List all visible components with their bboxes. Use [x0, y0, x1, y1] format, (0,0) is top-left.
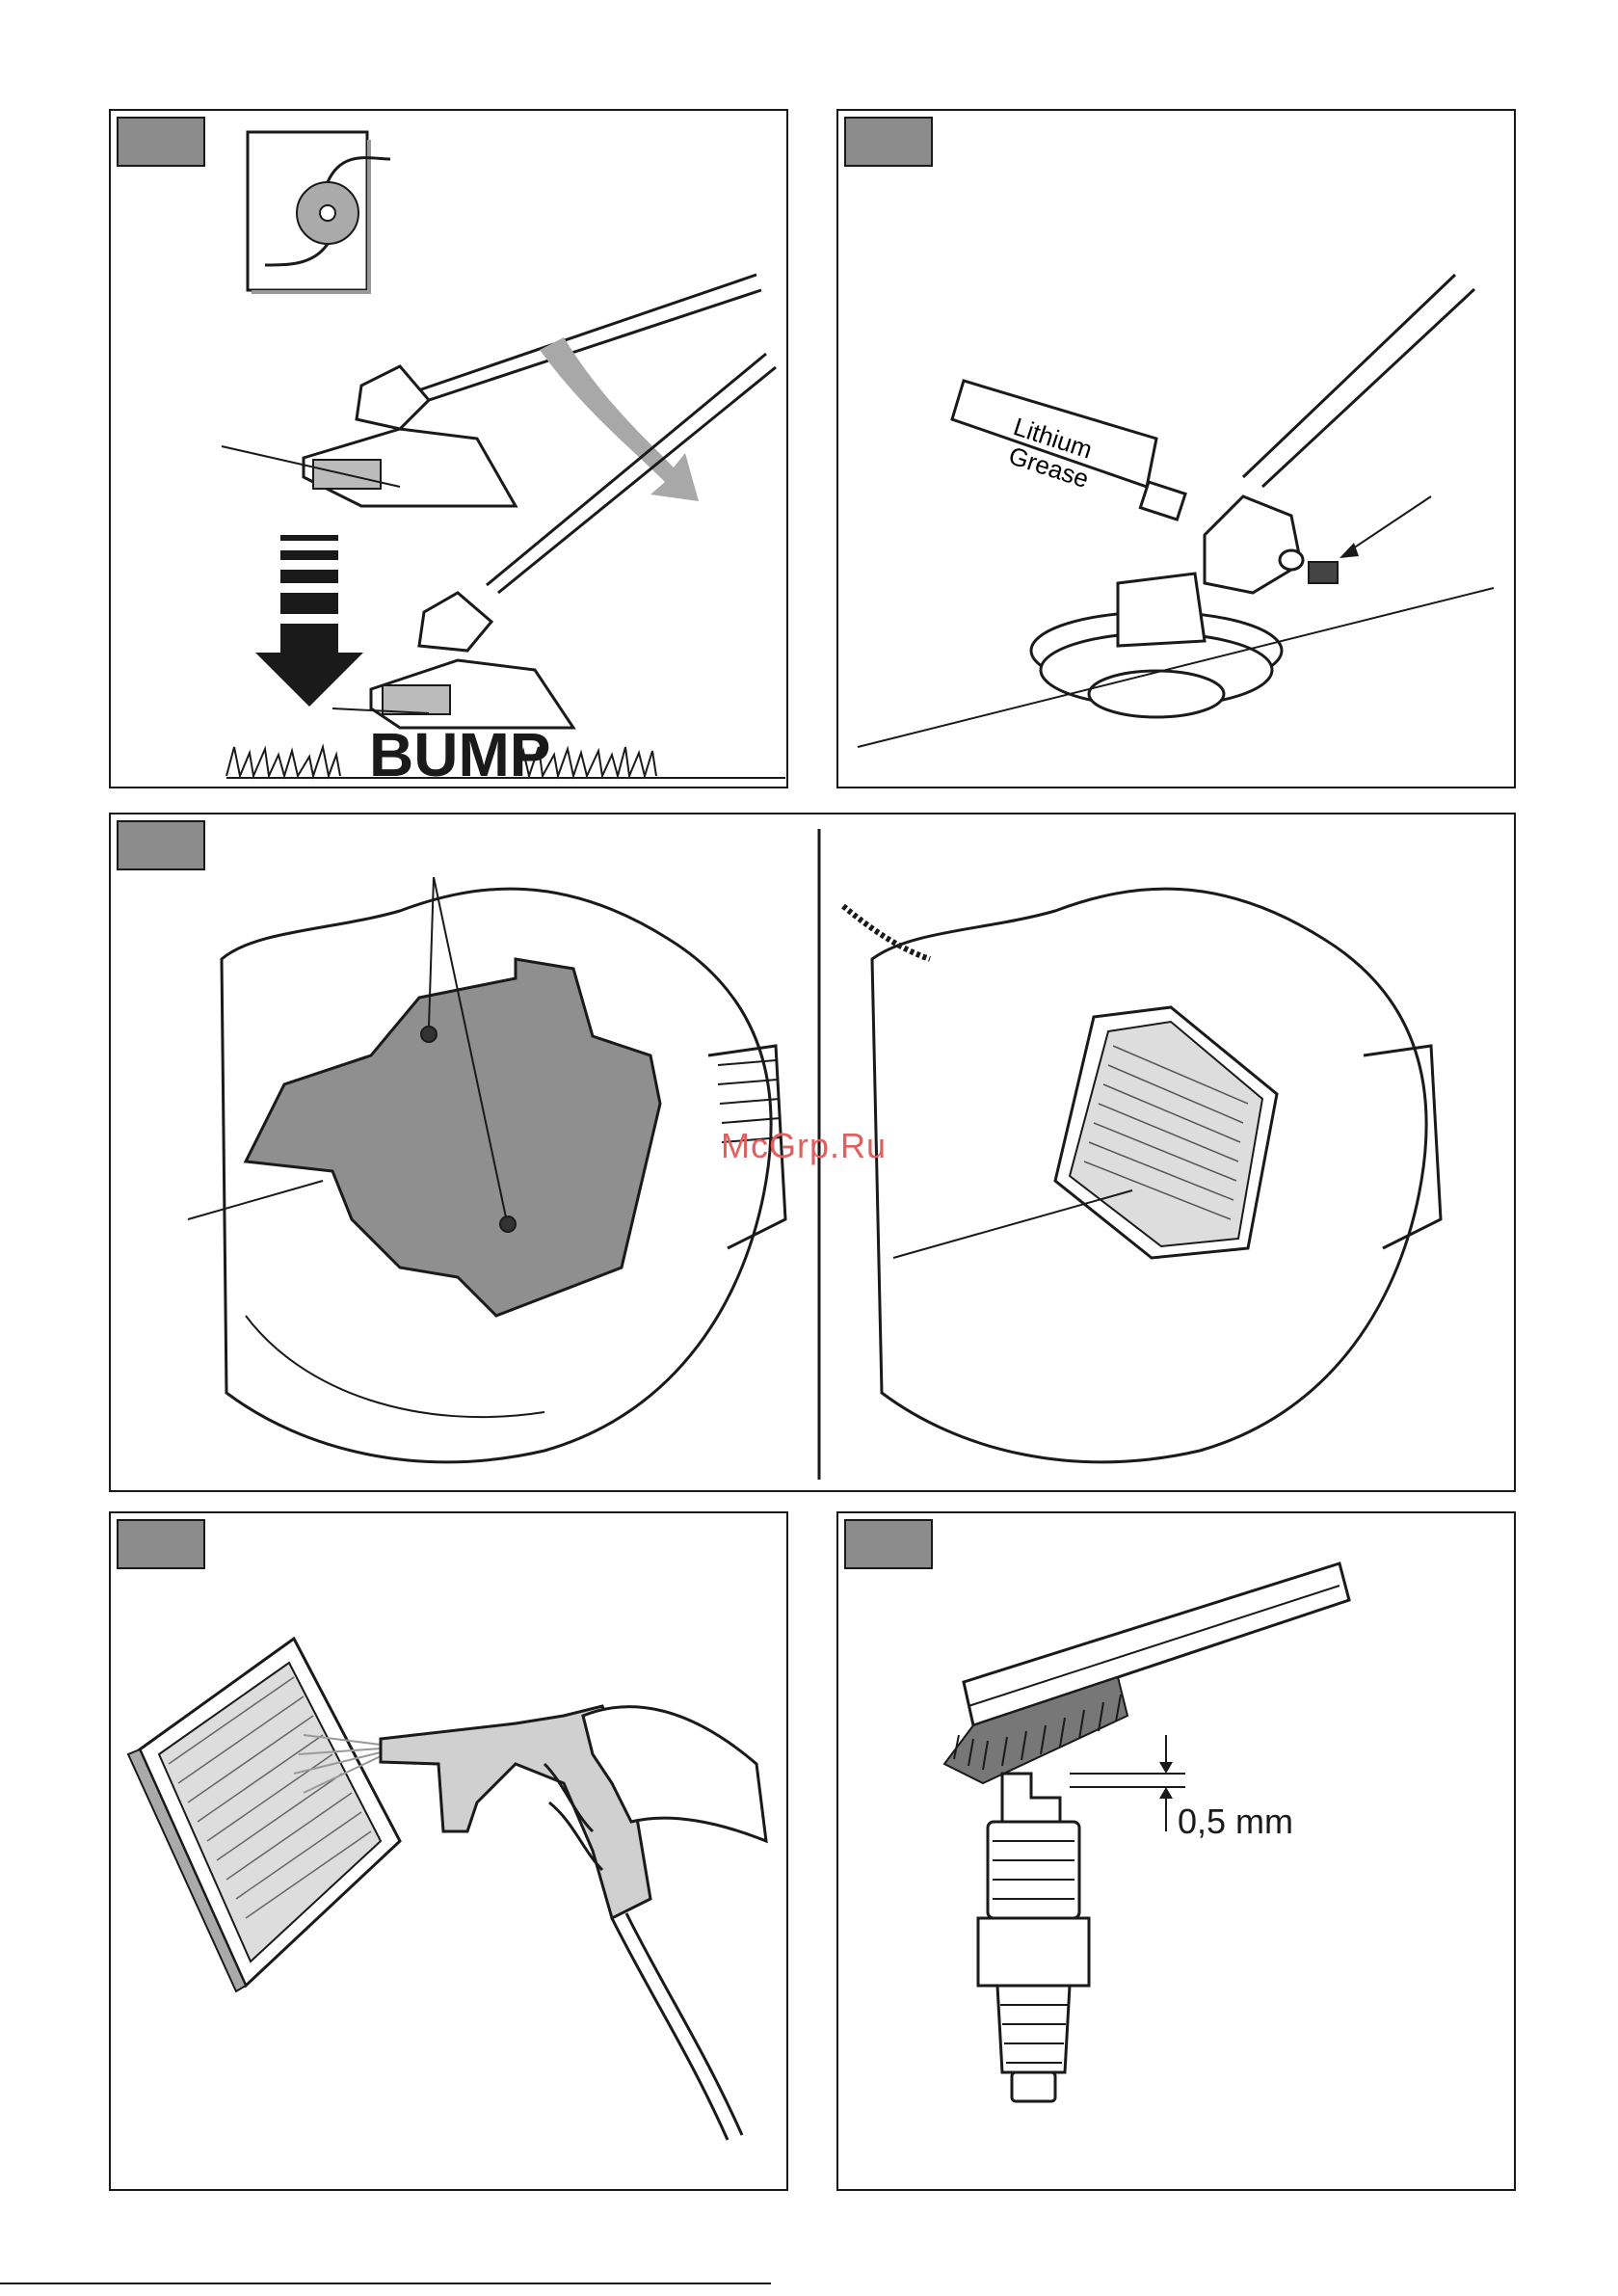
panel-lubrication: Lithium Grease — [836, 109, 1516, 788]
air-filter-icon — [128, 1639, 400, 1991]
panel-spark-plug: 0,5 mm — [836, 1511, 1516, 2191]
grease-tube-icon: Lithium Grease — [952, 381, 1185, 520]
panel-bump-feed: BUMP — [109, 109, 788, 788]
bump-text: BUMP — [369, 720, 550, 788]
spark-plug-illustration: 0,5 mm — [838, 1513, 1516, 2191]
footer-rule — [0, 2283, 771, 2284]
screw-icon — [1280, 550, 1338, 583]
panel-clean-filter — [109, 1511, 788, 2191]
watermark: McGrp.Ru — [721, 1126, 887, 1166]
brush-icon — [944, 1563, 1349, 1783]
clean-filter-illustration — [111, 1513, 788, 2191]
bump-feed-illustration: BUMP — [111, 111, 788, 788]
spark-plug-icon — [978, 1774, 1089, 2101]
down-arrow-icon — [255, 535, 363, 707]
trimmer-head-icon — [248, 132, 390, 294]
lubrication-illustration: Lithium Grease — [838, 111, 1516, 788]
gap-label: 0,5 mm — [1178, 1802, 1293, 1841]
